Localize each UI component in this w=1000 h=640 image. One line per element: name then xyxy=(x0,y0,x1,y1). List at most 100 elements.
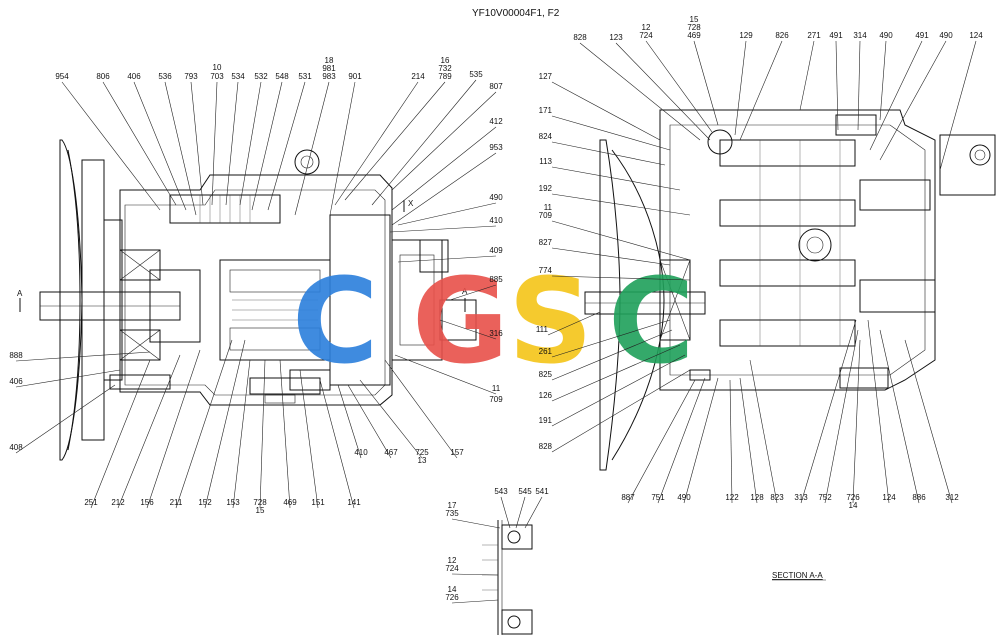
part-number-label: 410 xyxy=(354,448,368,457)
part-number-label: 127 xyxy=(539,72,553,81)
leader-line xyxy=(857,40,861,131)
part-number-label: 828 xyxy=(573,33,587,42)
section-caption: SECTION A-A xyxy=(772,571,823,580)
part-number-label: 18 xyxy=(325,56,334,65)
leader-line xyxy=(551,166,681,191)
part-number-label: 12 xyxy=(448,556,457,565)
leader-line xyxy=(61,81,161,211)
leader-line xyxy=(579,42,701,141)
leader-line xyxy=(267,81,306,211)
leader-line xyxy=(451,518,501,529)
left-section-view: A A X xyxy=(17,139,477,461)
leader-line xyxy=(102,81,177,206)
part-number-label: 725 xyxy=(415,448,429,457)
leader-line xyxy=(334,81,419,206)
part-number-label: 541 xyxy=(535,487,549,496)
section-marker-right: A xyxy=(462,287,468,296)
leader-line xyxy=(551,344,681,402)
part-number-label: 954 xyxy=(55,72,69,81)
part-number-label: 901 xyxy=(348,72,362,81)
x-marker: X xyxy=(408,199,414,208)
leader-line xyxy=(551,81,661,141)
leader-line xyxy=(551,329,673,381)
leader-line xyxy=(551,220,691,261)
part-number-label: 724 xyxy=(639,31,653,40)
leader-line xyxy=(451,573,499,576)
part-number-label: 152 xyxy=(198,498,212,507)
part-number-label: 312 xyxy=(945,493,959,502)
part-number-label: 806 xyxy=(96,72,110,81)
part-number-label: 10 xyxy=(213,63,222,72)
part-number-label: 11 xyxy=(492,384,501,393)
leader-line xyxy=(551,275,691,281)
part-number-label: 111 xyxy=(536,325,549,334)
leader-line xyxy=(146,349,201,509)
leader-line xyxy=(384,359,458,459)
part-number-label: 774 xyxy=(539,266,553,275)
leader-line xyxy=(251,81,283,211)
leader-line xyxy=(397,202,497,226)
leader-line xyxy=(879,40,947,161)
leader-line xyxy=(683,377,719,504)
leader-line xyxy=(391,126,497,211)
part-number-label: 214 xyxy=(411,72,425,81)
part-number-label: 191 xyxy=(539,416,553,425)
leader-line xyxy=(645,40,713,133)
part-number-label: 534 xyxy=(231,72,245,81)
leader-line xyxy=(451,599,499,604)
part-number-label: 113 xyxy=(539,157,552,166)
leader-line xyxy=(439,319,497,340)
leader-line xyxy=(800,319,857,504)
part-number-label: 124 xyxy=(882,493,896,502)
part-number-label: 313 xyxy=(794,493,808,502)
part-number-label: 412 xyxy=(489,117,503,126)
watermark: C G S C xyxy=(292,252,695,390)
part-number-label: 543 xyxy=(494,487,508,496)
part-number-label: 825 xyxy=(539,370,553,379)
leader-line xyxy=(15,384,116,454)
part-number-label: 535 xyxy=(469,70,483,79)
leader-line xyxy=(551,193,691,216)
part-number-label: 827 xyxy=(539,238,553,247)
leader-line xyxy=(90,359,151,509)
part-number-label: 490 xyxy=(939,31,953,40)
leader-line xyxy=(329,81,356,216)
part-number-label: 823 xyxy=(770,493,784,502)
leader-line xyxy=(867,319,890,504)
part-number-label: 126 xyxy=(539,391,553,400)
right-section-view xyxy=(584,109,996,471)
leader-line xyxy=(391,91,497,191)
leader-line xyxy=(225,81,239,206)
part-number-label: 406 xyxy=(9,377,23,386)
detail-view xyxy=(482,520,533,635)
part-number-label: 11 xyxy=(544,203,553,212)
part-number-label: 469 xyxy=(687,31,701,40)
part-number-label: 124 xyxy=(969,31,983,40)
part-number-label: 888 xyxy=(9,351,23,360)
leader-line xyxy=(391,152,497,226)
leader-line xyxy=(551,247,671,266)
part-number-label: 531 xyxy=(298,72,312,81)
leader-line xyxy=(879,329,920,504)
watermark-letter-c1: C xyxy=(292,252,379,390)
leader-line xyxy=(524,496,543,529)
leader-line xyxy=(347,384,392,459)
leader-line xyxy=(729,379,733,504)
leader-line xyxy=(739,40,783,141)
part-number-label: 789 xyxy=(438,72,452,81)
leader-line xyxy=(835,40,839,131)
part-number-label: 212 xyxy=(111,498,125,507)
part-number-label: 726 xyxy=(445,593,459,602)
leader-line xyxy=(739,377,758,504)
part-number-label: 469 xyxy=(283,498,297,507)
part-number-label: 192 xyxy=(539,184,553,193)
leader-line xyxy=(547,311,601,336)
part-number-label: 491 xyxy=(829,31,843,40)
part-number-label: 15 xyxy=(256,506,265,515)
leader-line xyxy=(397,255,497,263)
part-number-label: 953 xyxy=(489,143,503,152)
part-number-label: 406 xyxy=(127,72,141,81)
part-number-label: 153 xyxy=(226,498,240,507)
leader-line xyxy=(394,354,497,395)
